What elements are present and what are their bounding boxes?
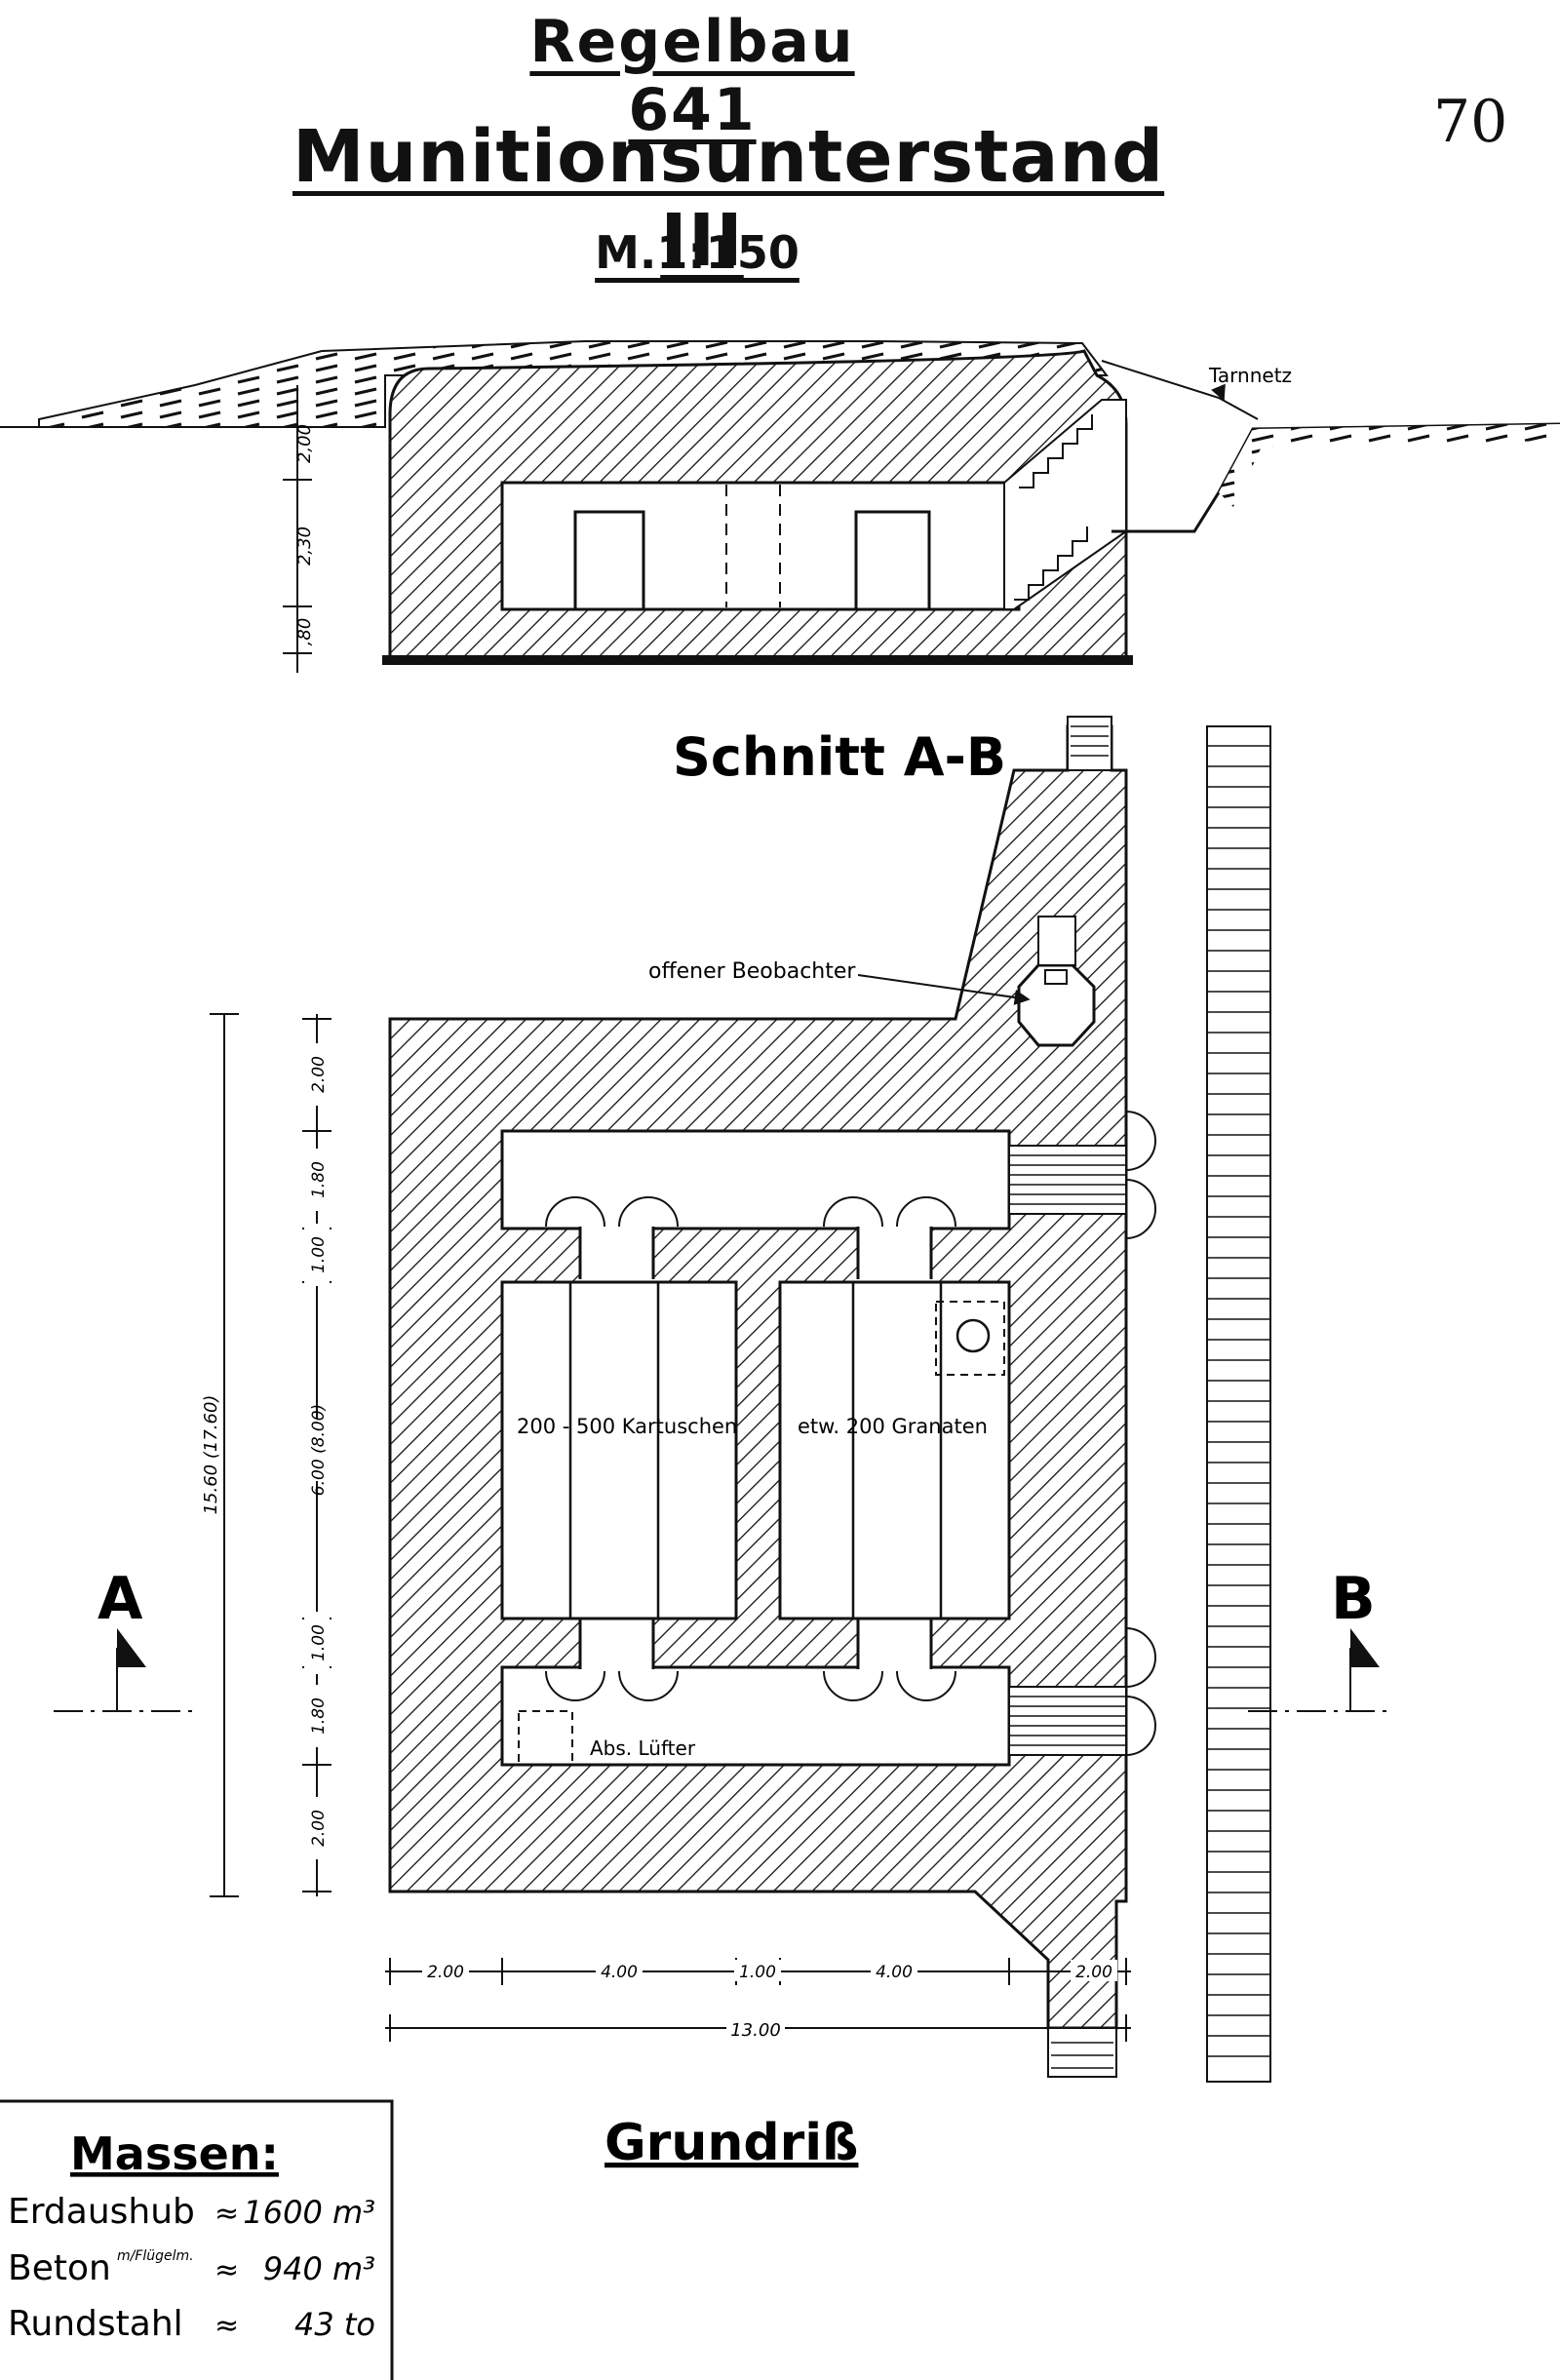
horizontal-dim-label: 1.00 <box>739 1963 776 1982</box>
passage-lower-right <box>858 1614 931 1672</box>
dashed-partition <box>725 485 781 607</box>
trench-wall-strip <box>1206 725 1271 2083</box>
svg-text:B: B <box>1331 1565 1376 1633</box>
section-view: Tarnnetz 2,00 2,30 ,80 Schnitt A-B <box>0 340 1560 788</box>
ground-hatch-right <box>1253 424 1560 447</box>
camouflage-net-label: Tarnnetz <box>1208 364 1292 387</box>
entrance-top-stub <box>1067 716 1112 771</box>
trench-wall-hatch <box>1219 429 1268 507</box>
section-dim-2: 2,30 <box>294 527 315 566</box>
entrance-bottom-stub <box>1047 2027 1117 2078</box>
mass-row-label: Erdaushub <box>8 2192 195 2232</box>
door-right <box>854 510 931 611</box>
trench-wall-courses <box>1207 745 1270 2057</box>
overall-length-label: 15.60 (17.60) <box>201 1395 221 1515</box>
vertical-dim-label: 1.80 <box>309 1697 329 1735</box>
upper-corridor <box>500 1129 1011 1230</box>
overall-width-label: 13.00 <box>730 2020 781 2041</box>
observer-label: offener Beobachter <box>648 959 856 984</box>
lower-exit-steps <box>1008 1686 1127 1756</box>
door-left <box>573 510 645 611</box>
passage-lower-left <box>580 1614 653 1672</box>
upper-exit-steps <box>1008 1145 1127 1215</box>
drawing-title: Regelbau 641 <box>529 8 855 144</box>
plan-view: offener Beobachter Abs. Lüfter 200 - 500… <box>54 716 1394 2172</box>
mass-row-value: 1600 m³ <box>243 2194 375 2231</box>
mass-row-approx: ≈ <box>214 2309 239 2343</box>
mass-row-approx: ≈ <box>214 2253 239 2287</box>
horizontal-dim-label: 2.00 <box>427 1963 464 1982</box>
door-swings <box>545 1196 956 1701</box>
mass-row-approx: ≈ <box>214 2197 239 2231</box>
vertical-dim-label: 2.00 <box>309 1810 329 1847</box>
side-exit-swings <box>1125 1111 1156 1756</box>
room-cartridges-label: 200 - 500 Kartuschen <box>517 1415 737 1438</box>
passage-upper-left <box>580 1224 653 1282</box>
vent-label: Abs. Lüfter <box>590 1736 696 1760</box>
masses-table: Massen: Erdaushub ≈1600 m³ Beton m/Flügelm.… <box>0 2099 394 2380</box>
room-shells-label: etw. 200 Granaten <box>798 1415 988 1438</box>
vertical-dim-label: 1.00 <box>309 1624 329 1661</box>
section-label: Schnitt A-B <box>673 726 1006 788</box>
page-number: 70 <box>1433 88 1508 156</box>
mass-row-value: 940 m³ <box>263 2250 375 2287</box>
stair-steps <box>1014 414 1093 601</box>
lower-corridor <box>500 1665 1011 1767</box>
section-dim-1: 2,00 <box>294 424 315 463</box>
mass-row-label: Beton <box>8 2248 111 2288</box>
shelf-lines <box>568 1282 943 1619</box>
mass-row-label: Rundstahl <box>8 2304 183 2344</box>
section-dim-3: ,80 <box>294 618 315 646</box>
room-cartridges <box>500 1280 738 1620</box>
passage-upper-right <box>858 1224 931 1282</box>
plan-label: Grundriß <box>604 2114 858 2172</box>
bunker-plan-body <box>388 724 1128 2030</box>
horizontal-dim-label: 4.00 <box>601 1963 638 1982</box>
mass-row-superscript: m/Flügelm. <box>117 2248 194 2264</box>
vertical-dim-label: 2.00 <box>309 1056 329 1093</box>
foundation-slab <box>382 655 1133 665</box>
svg-text:A: A <box>98 1565 143 1633</box>
room-shells <box>778 1280 1011 1620</box>
section-marker-a: A <box>54 1565 195 1712</box>
masses-title: Massen: <box>70 2127 279 2180</box>
drawing-subtitle: Munitionsunterstand III <box>292 115 1165 283</box>
equipment-box <box>935 1301 1005 1376</box>
drawing-scale: M.1:150 <box>595 226 800 279</box>
mass-row-value: 43 to <box>294 2306 375 2343</box>
section-marker-b: B <box>1248 1565 1394 1712</box>
horizontal-dim-label: 4.00 <box>876 1963 913 1982</box>
vertical-dim-label: 6.00 (8.00) <box>309 1404 329 1496</box>
vertical-dim-label: 1.80 <box>309 1161 329 1198</box>
horizontal-dim-label: 2.00 <box>1075 1963 1112 1982</box>
vertical-dim-label: 1.00 <box>309 1236 329 1273</box>
